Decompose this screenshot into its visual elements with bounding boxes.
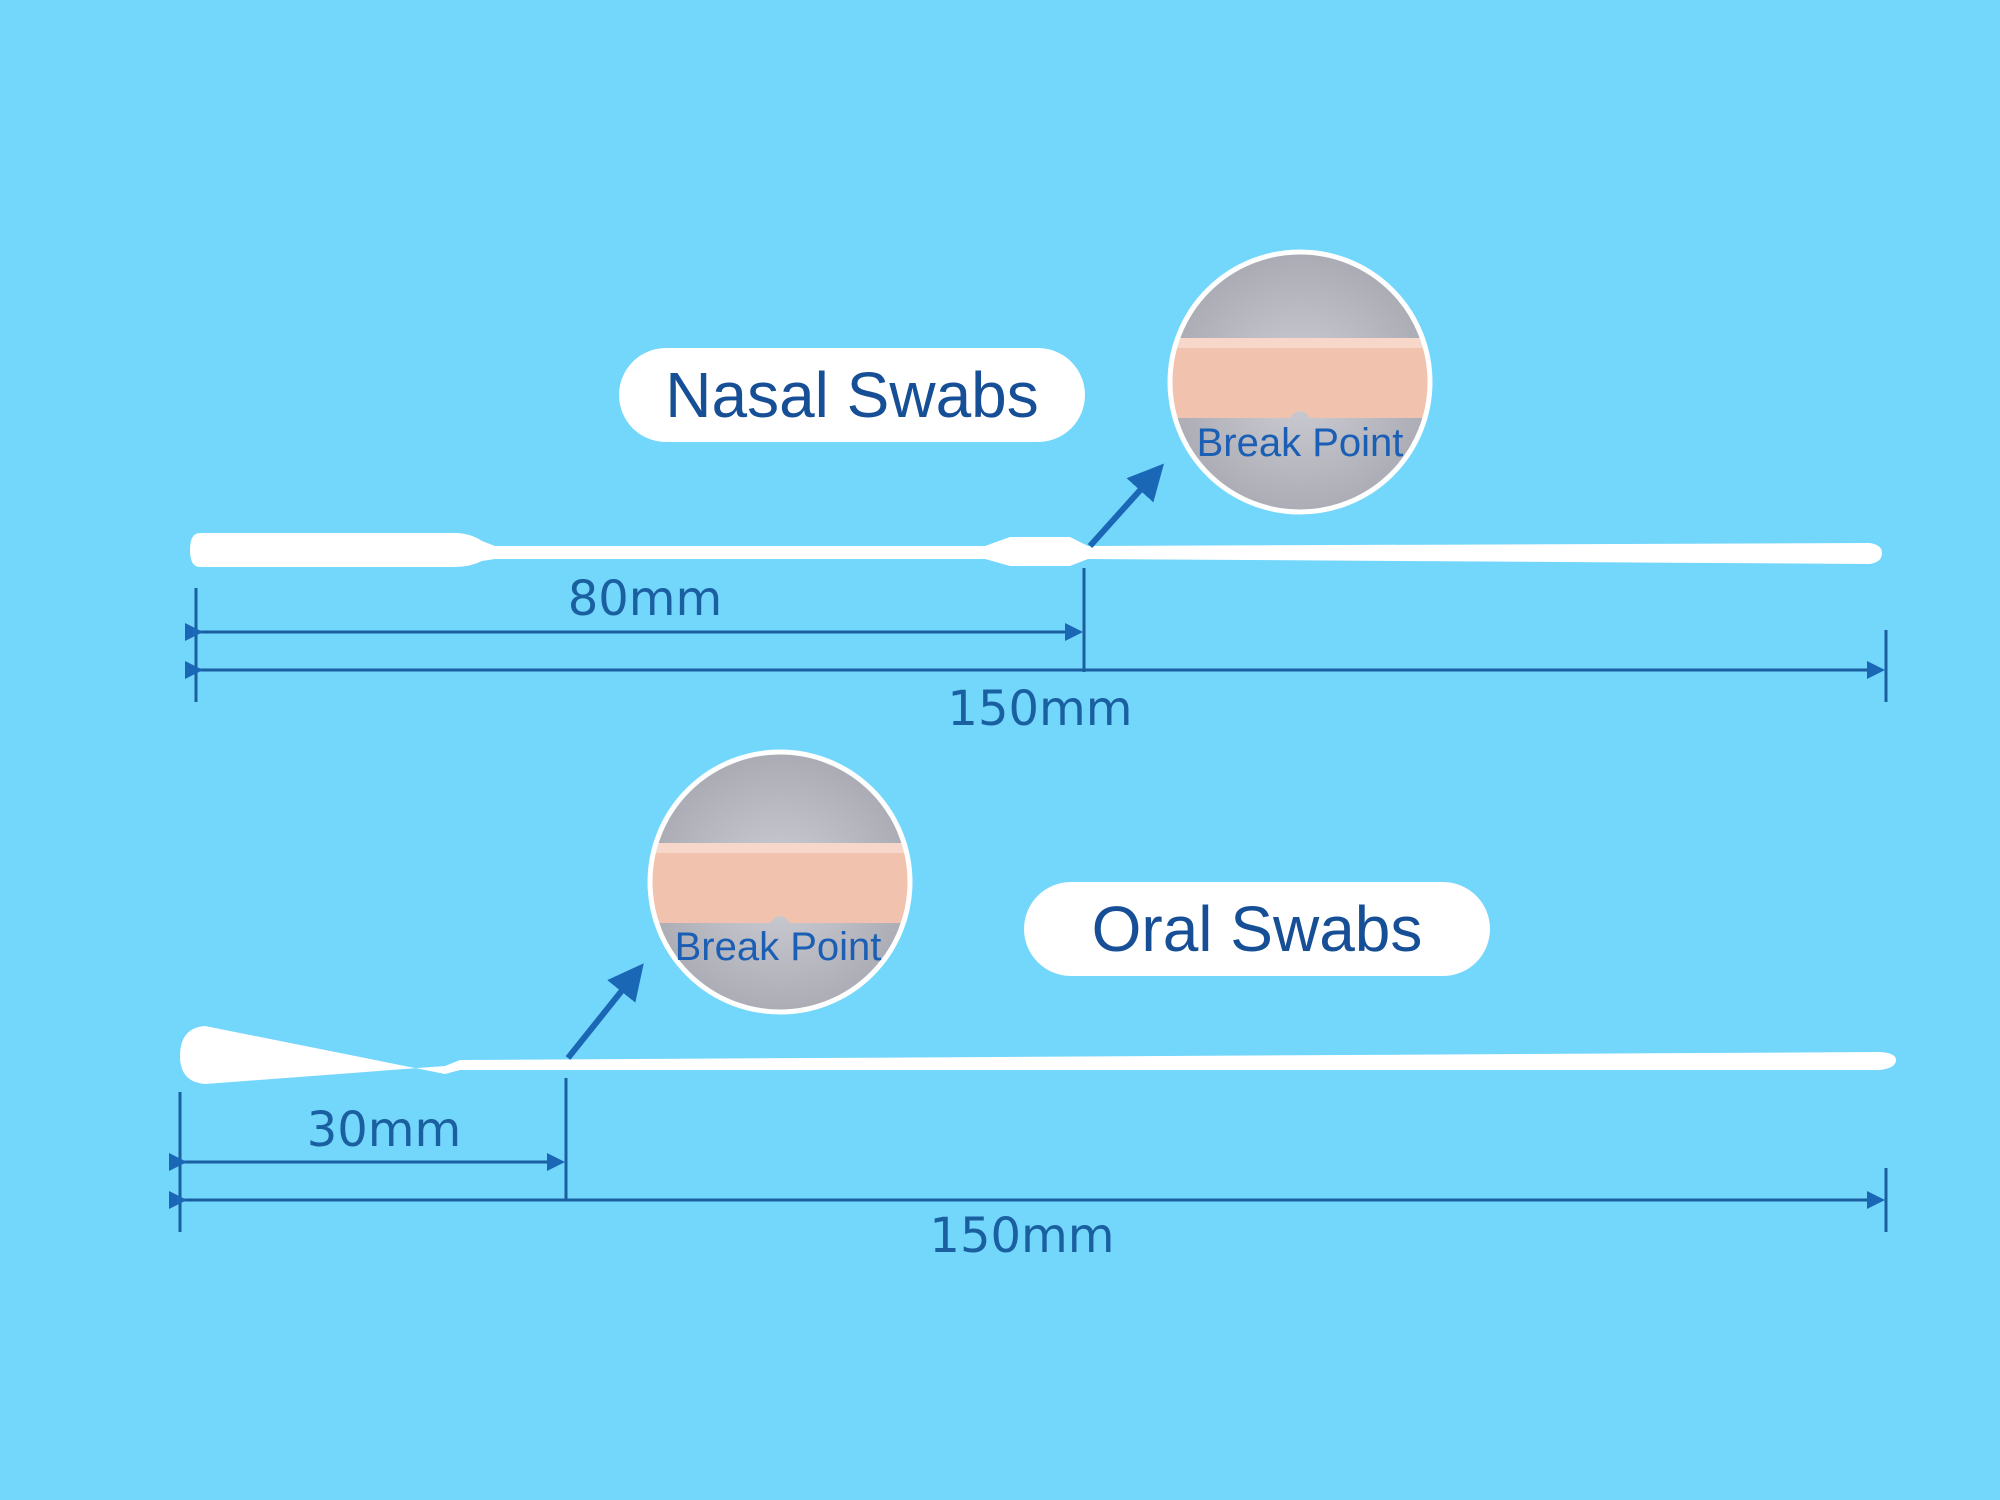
oral-break-length: 30mm <box>307 1102 462 1158</box>
oral-total-length: 150mm <box>929 1208 1114 1264</box>
nasal-swab <box>190 533 1882 567</box>
oral-swabs-title: Oral Swabs <box>1091 893 1423 965</box>
oral-swab-stick <box>180 1026 1896 1084</box>
oral-break-zoom: Break Point <box>647 749 913 1015</box>
oral-swab <box>180 1026 1896 1084</box>
oral-break-label: Break Point <box>675 925 882 969</box>
nasal-swabs-label: Nasal Swabs <box>619 348 1085 442</box>
oral-dimensions <box>169 1078 1888 1232</box>
nasal-total-length: 150mm <box>947 681 1132 737</box>
oral-break-arrow <box>565 963 644 1060</box>
nasal-swabs-title: Nasal Swabs <box>665 359 1039 431</box>
nasal-break-label: Break Point <box>1197 421 1404 465</box>
nasal-dimensions <box>185 568 1888 702</box>
nasal-break-length: 80mm <box>568 571 723 627</box>
nasal-swab-stick <box>190 533 1882 567</box>
nasal-break-arrow <box>1087 463 1165 549</box>
nasal-break-zoom: Break Point <box>1167 249 1433 515</box>
oral-swabs-label: Oral Swabs <box>1024 882 1490 976</box>
